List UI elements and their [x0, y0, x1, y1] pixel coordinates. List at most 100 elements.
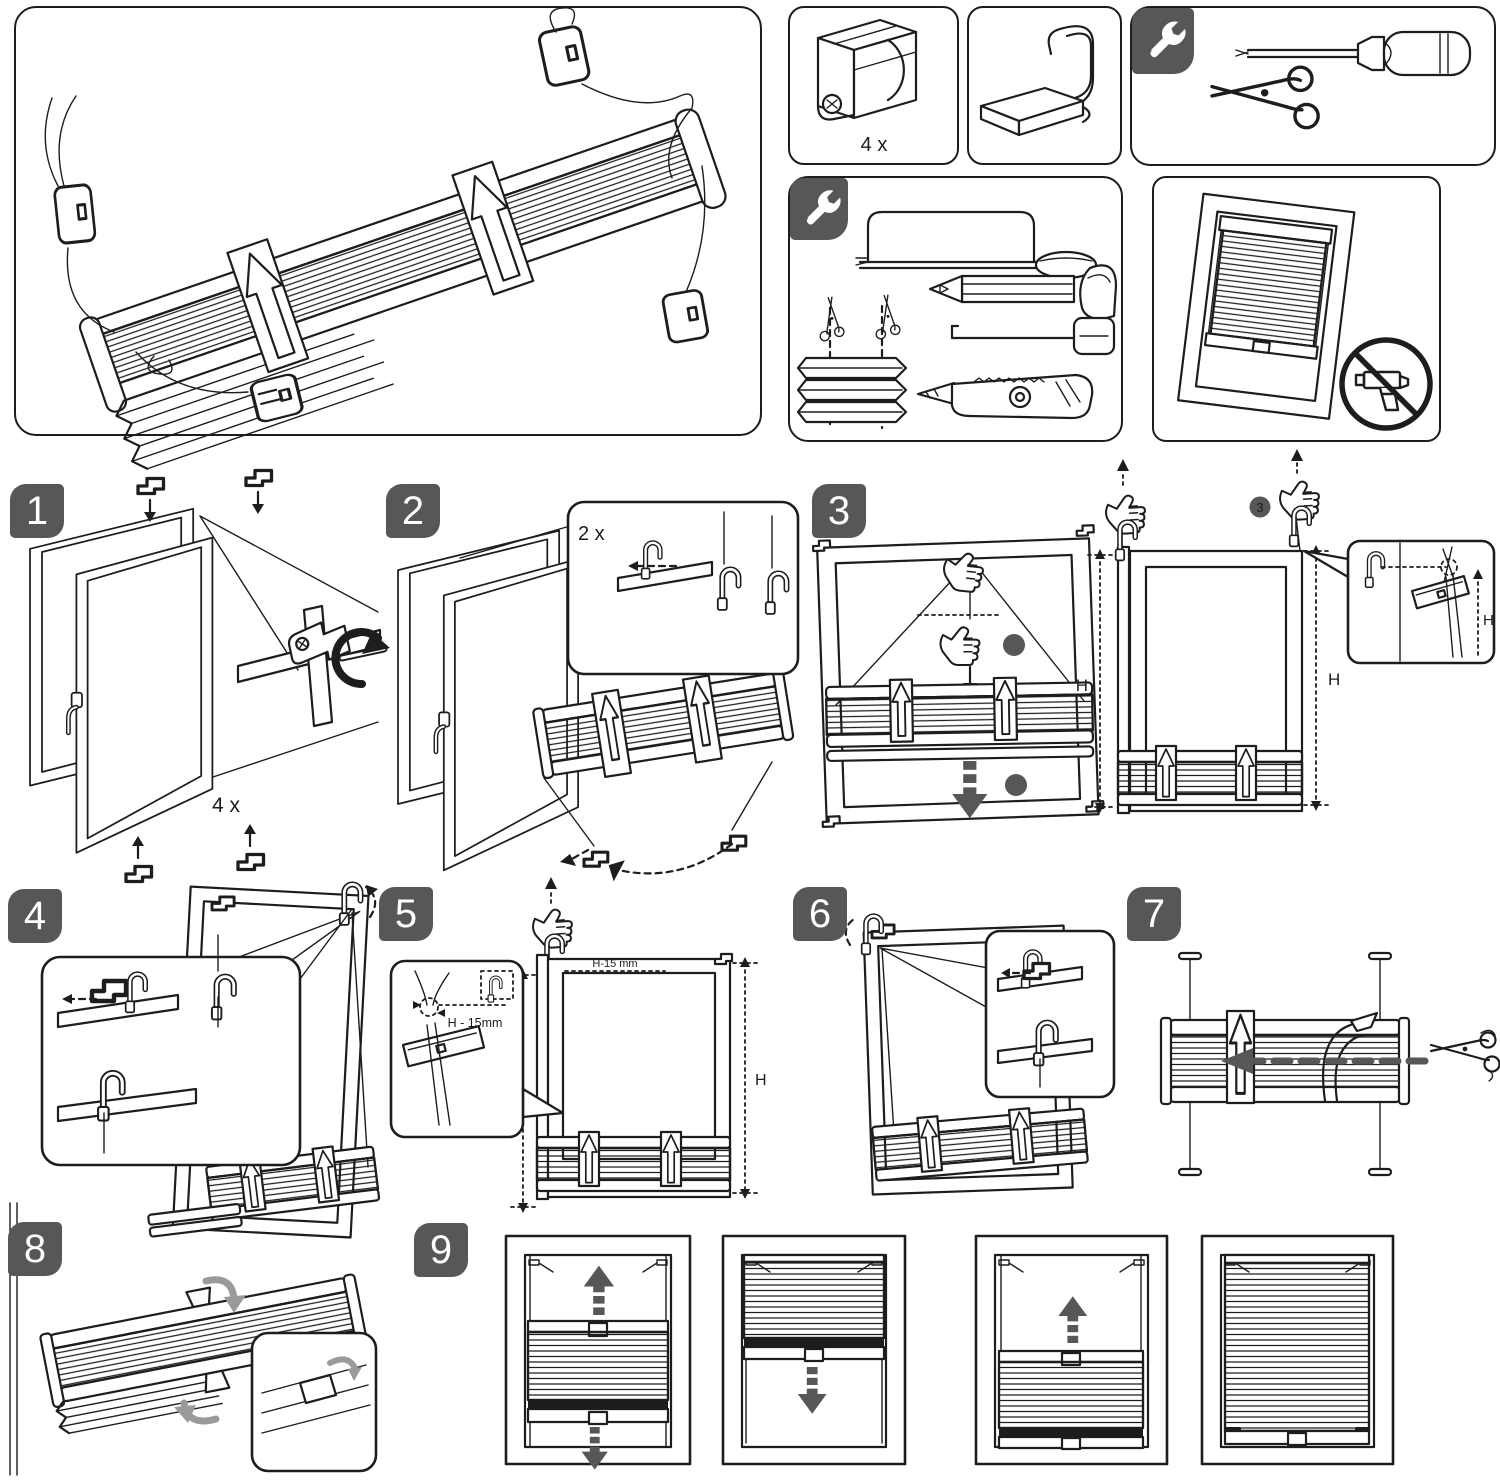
height-dimension-callout: H [1473, 569, 1494, 656]
callout-marker [1249, 496, 1271, 518]
cord [44, 95, 77, 187]
hand-icon [530, 907, 575, 950]
tension-cords [835, 564, 1085, 706]
peel-tab-arrow-icon [174, 1276, 246, 1425]
open-window-icon [30, 509, 212, 853]
cord-block-left [52, 182, 98, 246]
step-7-badge: 7 [1127, 887, 1181, 941]
step-1-badge: 1 [10, 484, 64, 538]
cut-strap-arrow-icon [1221, 1048, 1429, 1074]
turn-arrow-icon [331, 628, 390, 689]
tension-cords [1177, 951, 1393, 1177]
peel-tab [204, 1369, 231, 1394]
screwdriver-icon [1235, 30, 1472, 77]
clamp-bracket-icon [244, 468, 274, 488]
peel-tab [298, 1373, 338, 1405]
bottom-rail-dark [528, 1400, 668, 1409]
spare-rail [147, 1203, 243, 1238]
height-dimension-right: H [732, 957, 767, 1199]
prep-tools-badge [790, 178, 848, 240]
bracket-part-illustration: 4 x [816, 18, 918, 156]
wrench-icon [806, 190, 841, 225]
packed-blind-icon [1159, 1009, 1411, 1106]
packed-blind-icon [871, 1107, 1089, 1182]
window-with-pleated-blind-icon [1177, 192, 1356, 420]
hanger-part-panel [967, 6, 1122, 165]
cord [685, 165, 706, 293]
clamp-bracket-icon [136, 476, 166, 496]
hook-on-bead-detail-callout [984, 929, 1116, 1099]
scissors-icon [870, 293, 902, 340]
cord [351, 912, 369, 1168]
utility-knife-icon [916, 373, 1094, 420]
peeled-strap [1321, 1021, 1366, 1103]
clamp-bracket-icon [236, 852, 266, 872]
pleated-fabric-icon [796, 356, 908, 424]
step-7-illustration [1159, 951, 1500, 1177]
usage-panel-push-up [974, 1234, 1169, 1466]
hanging-pleats [115, 399, 149, 470]
svg-text:H: H [1328, 670, 1340, 689]
hook-callout: 2 x [566, 500, 800, 676]
clamp-bracket-icon [720, 834, 748, 852]
usage-panel-both-rails [504, 1234, 692, 1471]
step-5-badge: 5 [379, 887, 433, 941]
window-front-hung [535, 952, 734, 1201]
usage-panel-pull-down [721, 1234, 907, 1466]
knot-detail-callout: H [1302, 539, 1496, 665]
step-8-badge: 8 [8, 1222, 62, 1276]
blind-bundle [78, 108, 727, 470]
step-2-qty-label: 2 x [578, 523, 605, 545]
bracket-qty-label: 4 x [861, 134, 888, 156]
peel-tab-detail-callout [250, 1331, 378, 1473]
step-6-illustration [844, 875, 1116, 1196]
tools-required-badge [1132, 8, 1194, 74]
smoothing-tool-icon [1079, 264, 1118, 320]
height-dimension-right: H [1303, 545, 1340, 811]
scissors-icon [1210, 65, 1320, 130]
packed-blind-icon [824, 676, 1095, 763]
step-4-illustration [40, 875, 381, 1239]
cord-block-right [660, 287, 711, 345]
cord-block-bottom [248, 371, 305, 425]
hanger-part-illustration [979, 25, 1095, 137]
no-drilling-icon [1339, 337, 1433, 431]
knot-position-detail-callout: H - 15mm [389, 959, 565, 1139]
cords [543, 761, 773, 847]
h-minus-label: H - 15mm [448, 1016, 503, 1030]
step-3-illustration: 3 H H H [811, 449, 1496, 828]
swing-arrow-icon [560, 842, 734, 882]
step-2-badge: 2 [386, 484, 440, 538]
svg-text:H: H [1483, 612, 1494, 629]
svg-text:H: H [1076, 676, 1088, 695]
svg-text:H: H [755, 1072, 767, 1089]
open-window-icon [398, 531, 578, 871]
bottom-rail-dark [744, 1338, 884, 1347]
strap-arrow-icon [245, 252, 296, 360]
hacksaw-icon [855, 210, 1098, 280]
bracket-mounting-detail [236, 604, 390, 728]
step-3-badge: 3 [812, 484, 866, 538]
prep-tools-illustration [796, 210, 1118, 430]
cord [66, 247, 115, 333]
clamp-bracket-part [816, 18, 918, 121]
strap-arrow-icon [470, 175, 521, 282]
step-9-badge: 9 [414, 1223, 468, 1277]
packed-blind-icon [535, 1130, 732, 1193]
scissors-icon [1429, 1029, 1500, 1082]
cord [135, 351, 249, 394]
tools-illustration [1210, 30, 1472, 130]
clamp-bracket-icon [582, 850, 610, 868]
step-1-illustration: 4 x [0, 468, 390, 884]
usage-panel-closed [1200, 1234, 1395, 1466]
h-minus-top-label: H-15 mm [592, 958, 637, 970]
cord-block-top-right [536, 23, 592, 89]
hand-icon [1277, 479, 1322, 522]
hand-icon [1103, 493, 1148, 536]
step-2-illustration: 2 x [380, 500, 800, 882]
hanger-hook-part [979, 25, 1095, 137]
cord [581, 83, 694, 179]
packaged-blind-illustration [44, 7, 727, 470]
step-6-badge: 6 [793, 887, 847, 941]
